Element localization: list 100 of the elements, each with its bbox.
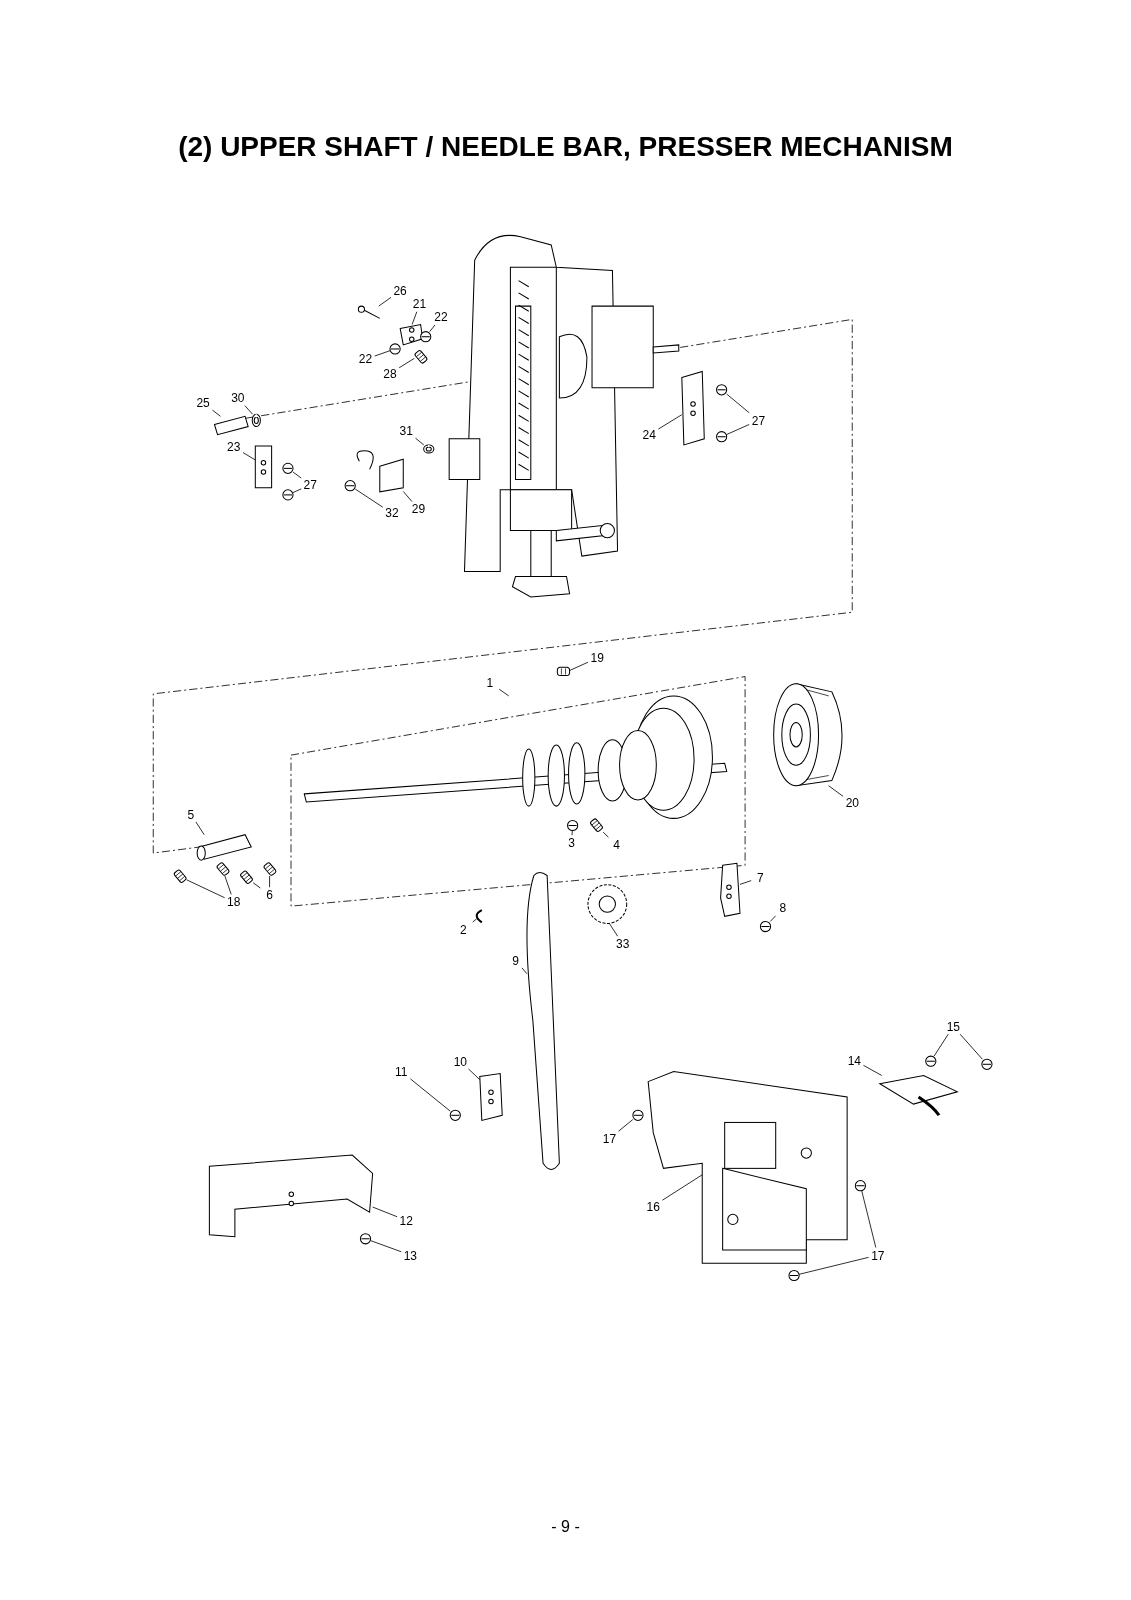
timing-belt-drawing <box>526 871 560 1170</box>
leader-line <box>269 875 270 888</box>
screw-icon <box>282 489 294 501</box>
leader-line <box>292 488 302 493</box>
leader-line <box>372 1206 398 1218</box>
plate-drawing <box>399 323 424 346</box>
leader-line <box>863 1064 883 1076</box>
bracket-plate-drawing <box>720 862 741 917</box>
callout-number: 28 <box>382 367 398 381</box>
callout-number: 8 <box>778 901 788 915</box>
callout-number: 33 <box>615 937 631 951</box>
callout-number: 1 <box>485 676 495 690</box>
leader-line <box>186 879 226 899</box>
retaining-ring-icon <box>423 444 435 454</box>
leader-line <box>411 311 418 325</box>
leader-line <box>726 393 750 414</box>
callout-number: 17 <box>870 1249 886 1263</box>
leader-line <box>195 821 205 836</box>
bracket-plate-drawing <box>681 370 705 446</box>
leader-line <box>657 414 683 430</box>
callout-number: 32 <box>384 506 400 520</box>
leader-line <box>569 661 589 671</box>
leader-line <box>252 882 261 889</box>
screw-icon <box>981 1058 993 1070</box>
pin-drawing <box>556 666 571 676</box>
clip-drawing <box>356 450 404 493</box>
upper-shaft-drawing <box>303 695 728 819</box>
leader-line <box>521 967 528 975</box>
set-screw-icon <box>239 869 254 885</box>
leader-line <box>370 1240 402 1253</box>
set-screw-icon <box>262 861 278 877</box>
callout-number: 26 <box>392 284 408 298</box>
page-title: (2) UPPER SHAFT / NEEDLE BAR, PRESSER MECHANISM <box>177 131 954 163</box>
callout-number: 29 <box>410 502 427 516</box>
screw-icon <box>854 1180 866 1192</box>
callout-number: 12 <box>398 1214 414 1228</box>
leader-line <box>861 1190 877 1248</box>
plate-drawing <box>479 1072 503 1122</box>
page-number: - 9 - <box>550 1518 581 1536</box>
leader-line <box>354 488 384 508</box>
leader-line <box>828 785 844 797</box>
screw-icon <box>925 1055 937 1067</box>
callout-number: 7 <box>756 871 765 885</box>
callout-number: 9 <box>511 954 520 968</box>
leader-line <box>224 875 232 895</box>
callout-number: 24 <box>641 428 657 442</box>
leader-line <box>602 831 609 838</box>
screw-icon <box>449 1109 461 1121</box>
set-screw-icon <box>589 817 604 833</box>
leader-line <box>498 688 510 697</box>
callout-number: 18 <box>226 895 242 909</box>
leader-line <box>402 491 413 502</box>
callout-number: 4 <box>612 838 621 852</box>
callout-number: 27 <box>302 478 318 492</box>
screw-icon <box>788 1269 800 1282</box>
retaining-ring-icon <box>251 413 261 428</box>
leader-line <box>429 324 436 333</box>
leader-line <box>374 350 391 357</box>
base-frame-drawing <box>647 1070 848 1264</box>
leader-line <box>292 471 302 479</box>
callout-number: 22 <box>357 352 374 366</box>
retaining-ring-icon <box>475 909 483 924</box>
leader-line <box>726 424 750 435</box>
cover-drawing <box>208 1154 374 1238</box>
callout-number: 3 <box>567 836 576 850</box>
callout-number: 14 <box>846 1054 863 1068</box>
shaft-pin-drawing <box>213 415 249 436</box>
leader-line <box>378 296 392 307</box>
bracket-plate-drawing <box>254 445 273 489</box>
callout-number: 16 <box>645 1200 661 1214</box>
leader-line <box>212 409 221 417</box>
callout-number: 17 <box>601 1132 618 1146</box>
screw-icon <box>344 480 356 492</box>
callout-number: 27 <box>750 414 767 428</box>
gear-drawing <box>587 884 628 924</box>
leader-line <box>959 1033 983 1060</box>
leader-line <box>410 1078 451 1112</box>
callout-number: 2 <box>459 923 468 937</box>
callout-number: 5 <box>186 808 196 822</box>
callout-number: 19 <box>589 651 605 665</box>
callout-number: 20 <box>844 796 860 810</box>
leader-line <box>571 830 573 836</box>
callout-number: 15 <box>945 1020 962 1034</box>
callout-number: 31 <box>398 424 414 438</box>
callout-number: 25 <box>195 396 211 410</box>
set-screw-icon <box>173 868 188 884</box>
leader-line <box>472 918 478 923</box>
screw-icon <box>282 462 294 474</box>
callout-number: 22 <box>433 310 449 324</box>
callout-number: 11 <box>393 1065 409 1079</box>
leader-line <box>242 452 256 461</box>
screw-icon <box>716 431 728 443</box>
leader-line <box>769 915 776 922</box>
leader-line <box>798 1256 869 1275</box>
screw-icon <box>567 819 579 832</box>
screw-icon <box>759 920 772 933</box>
screw-icon <box>420 331 432 343</box>
callout-number: 10 <box>452 1055 469 1069</box>
set-screw-icon <box>413 349 429 365</box>
leader-line <box>415 437 425 446</box>
